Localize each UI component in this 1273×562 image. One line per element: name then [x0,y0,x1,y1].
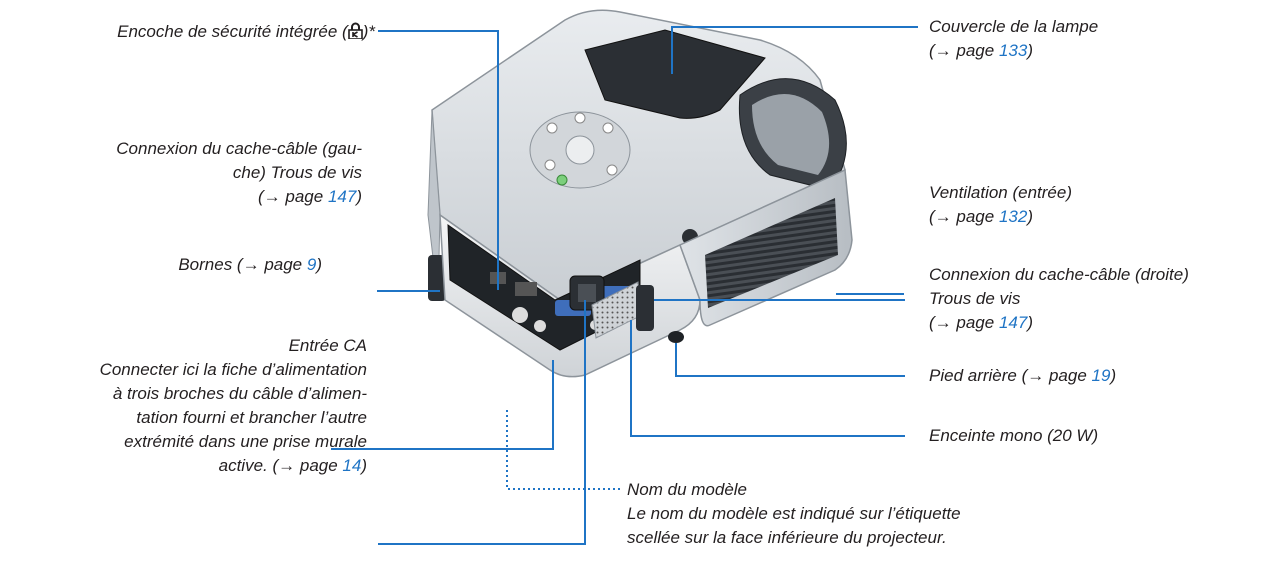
page-ref-link[interactable]: 14 [342,456,362,475]
callout-cable-cover-left: Connexion du cache-câble (gau- che) Trou… [116,139,362,206]
callout-security-slot: Encoche de sécurité intégrée ()* [117,22,375,41]
page-ref-link[interactable]: 147 [998,313,1028,332]
leader-ac-input [378,300,586,545]
callout-cable-cover-right: Connexion du cache-câble (droite) Trous … [929,265,1189,332]
callout-terminals: Bornes (→ page 9) [178,255,322,274]
leader-model-name [506,410,622,490]
page-ref-link[interactable]: 19 [1091,366,1111,385]
callout-ac-input: Entrée CA Connecter ici la fiche d’alime… [99,336,367,475]
leader-mono-speaker [630,320,905,437]
callout-model-name: Nom du modèle Le nom du modèle est indiq… [627,480,961,547]
page-ref-link[interactable]: 147 [327,187,357,206]
lock-icon [347,22,363,39]
leader-terminals [331,360,554,450]
leader-lamp-cover [671,26,918,74]
page-ref-link[interactable]: 132 [998,207,1028,226]
page-ref-link[interactable]: 9 [306,255,317,274]
page-ref-link[interactable]: 133 [998,41,1028,60]
callout-mono-speaker: Enceinte mono (20 W) [929,426,1099,445]
projector-illustration [427,9,853,378]
callout-ventilation-intake: Ventilation (entrée) (→ page 132) [929,183,1073,226]
leader-lines [331,26,918,545]
leader-security-slot [378,30,499,290]
callout-rear-foot: Pied arrière (→ page 19) [929,366,1117,385]
leader-rear-foot [675,343,905,377]
callout-lamp-cover: Couvercle de la lampe (→ page 133) [929,17,1099,60]
